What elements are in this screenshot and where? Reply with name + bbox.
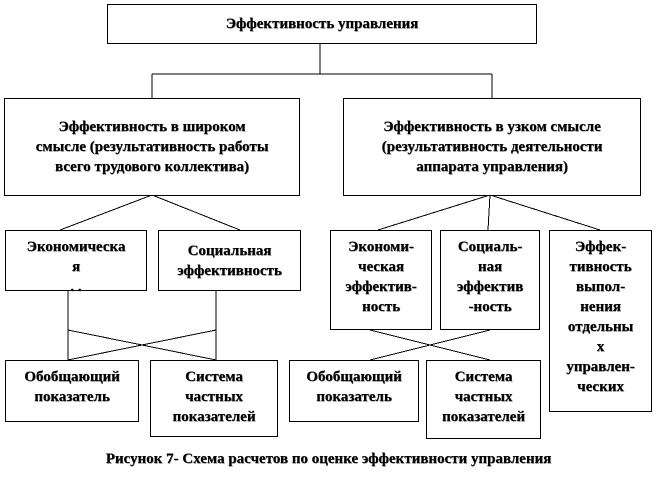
node-narrow-economic-label: Экономи- ческая эффектив- ность — [345, 239, 417, 315]
connector-narrow-execution — [489, 194, 601, 231]
node-narrow-sense-label: Эффективность в узком смысле (результати… — [381, 119, 603, 175]
node-narrow-sense: Эффективность в узком смысле (результати… — [343, 98, 641, 196]
figure-caption: Рисунок 7- Схема расчетов по оценке эффе… — [105, 451, 552, 467]
node-broad-social: Социальная эффективность — [158, 230, 301, 291]
node-broad-economic: Экономическа я . . — [5, 230, 147, 295]
node-broad-general-indicator-label: Обобщающий показатель — [24, 369, 120, 405]
connector-narrow-social — [487, 194, 491, 231]
node-root: Эффективность управления — [107, 4, 537, 44]
node-narrow-economic: Экономи- ческая эффектив- ность — [330, 230, 432, 330]
node-broad-sense: Эффективность в широком смысле (результа… — [4, 98, 300, 196]
node-narrow-social-label: Социаль- ная эффектив -ность — [456, 239, 524, 315]
node-narrow-general-indicator: Обобщающий показатель — [289, 360, 419, 422]
node-narrow-partial-indicators-label: Система частных показателей — [442, 369, 525, 425]
node-broad-partial-indicators: Система частных показателей — [150, 360, 278, 437]
node-narrow-execution: Эффек- тивность выпол- нения отдельны х … — [549, 230, 652, 412]
connector-broad-social — [151, 194, 241, 231]
node-broad-economic-label: Экономическа я . . — [26, 239, 126, 295]
node-broad-general-indicator: Обобщающий показатель — [5, 360, 139, 422]
connector-broad-economic — [59, 194, 153, 231]
connector-narrow-economic — [377, 194, 491, 231]
node-broad-partial-indicators-label: Система частных показателей — [172, 369, 256, 425]
node-narrow-social: Социаль- ная эффектив -ность — [440, 230, 540, 330]
connector-b-social-cross — [67, 329, 217, 361]
node-root-label: Эффективность управления — [225, 16, 419, 32]
node-narrow-partial-indicators: Система частных показателей — [426, 360, 541, 439]
node-narrow-execution-label: Эффек- тивность выпол- нения отдельны х … — [566, 239, 635, 395]
node-broad-sense-label: Эффективность в широком смысле (результа… — [35, 119, 269, 175]
node-broad-social-label: Социальная эффективность — [177, 242, 282, 279]
connector-n-social-cross — [369, 329, 491, 361]
node-narrow-general-indicator-label: Обобщающий показатель — [306, 369, 402, 405]
